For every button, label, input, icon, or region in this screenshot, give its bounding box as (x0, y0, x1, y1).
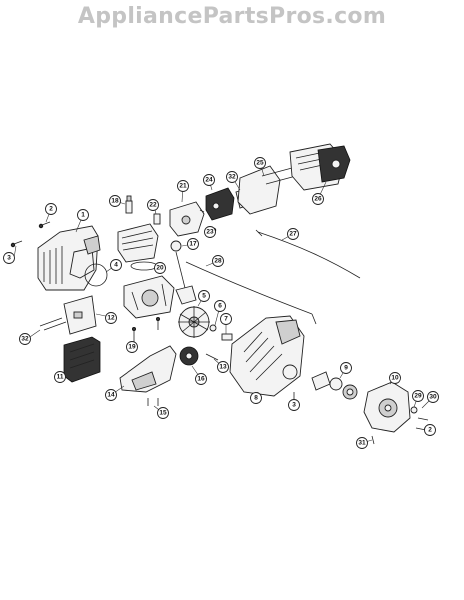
callout-19: 19 (126, 341, 138, 353)
svg-text:6: 6 (218, 303, 222, 310)
svg-text:25: 25 (256, 160, 264, 167)
svg-text:14: 14 (107, 392, 115, 399)
part-lower-housing (119, 345, 177, 393)
callout-11: 11 (54, 371, 66, 383)
part-screws-left (10, 221, 51, 248)
svg-text:9: 9 (344, 365, 348, 372)
part-starter-pulley (311, 371, 358, 400)
callout-27: 27 (287, 228, 299, 240)
callout-13: 13 (217, 361, 229, 373)
callout-22: 22 (147, 199, 159, 211)
callout-29: 29 (412, 390, 424, 402)
svg-text:15: 15 (159, 410, 167, 417)
part-clutch (179, 346, 199, 366)
svg-text:1: 1 (81, 212, 85, 219)
svg-text:8: 8 (254, 395, 258, 402)
part-recoil-starter (363, 381, 411, 433)
svg-text:17: 17 (189, 241, 197, 248)
callout-9: 9 (340, 362, 352, 374)
callout-4: 4 (110, 259, 122, 271)
part-housing-bolts (147, 398, 159, 406)
svg-text:2: 2 (428, 427, 432, 434)
part-throttle-cable (255, 229, 361, 279)
callout-32b: 32 (19, 333, 31, 345)
callout-30: 30 (427, 391, 439, 403)
callout-7: 7 (220, 313, 232, 325)
svg-text:32: 32 (228, 174, 236, 181)
callout-15: 15 (157, 407, 169, 419)
part-nut (209, 324, 217, 332)
svg-text:13: 13 (219, 364, 227, 371)
callout-25: 25 (254, 157, 266, 169)
svg-text:16: 16 (197, 376, 205, 383)
part-filter-bracket (39, 295, 97, 335)
callout-8: 8 (250, 392, 262, 404)
callout-6: 6 (214, 300, 226, 312)
svg-text:19: 19 (128, 344, 136, 351)
svg-text:23: 23 (206, 229, 214, 236)
part-wire (185, 261, 317, 325)
svg-text:27: 27 (289, 231, 297, 238)
callout-16: 16 (195, 373, 207, 385)
callout-1: 1 (77, 209, 89, 221)
svg-text:4: 4 (114, 262, 118, 269)
svg-text:3: 3 (292, 402, 296, 409)
callout-20: 20 (154, 262, 166, 274)
callout-2b: 2 (424, 424, 436, 436)
part-engine-shroud (37, 225, 101, 291)
callout-18: 18 (109, 195, 121, 207)
callout-31: 31 (356, 437, 368, 449)
svg-text:29: 29 (414, 393, 422, 400)
callout-14: 14 (105, 389, 117, 401)
svg-text:12: 12 (107, 315, 115, 322)
svg-text:32: 32 (21, 336, 29, 343)
callout-17: 17 (187, 238, 199, 250)
part-fan-housing (229, 315, 305, 397)
part-connecting-rod (170, 240, 197, 305)
part-spacer (221, 333, 233, 341)
part-spark-plug (125, 195, 133, 214)
svg-text:10: 10 (391, 375, 399, 382)
callout-23: 23 (204, 226, 216, 238)
part-carburetor-group (153, 187, 235, 237)
svg-text:28: 28 (214, 258, 222, 265)
part-flywheel (178, 306, 210, 338)
svg-text:2: 2 (49, 206, 53, 213)
svg-text:30: 30 (429, 394, 437, 401)
part-air-box (237, 143, 351, 215)
callout-24: 24 (203, 174, 215, 186)
callout-3a: 3 (3, 252, 15, 264)
svg-text:31: 31 (358, 440, 366, 447)
svg-text:11: 11 (57, 374, 64, 381)
part-small-screw (205, 353, 219, 361)
svg-text:3: 3 (7, 255, 11, 262)
svg-text:24: 24 (205, 177, 213, 184)
callout-28: 28 (212, 255, 224, 267)
svg-text:5: 5 (202, 293, 206, 300)
callout-26: 26 (312, 193, 324, 205)
callout-3b: 3 (288, 399, 300, 411)
part-gasket (130, 261, 158, 271)
svg-text:18: 18 (111, 198, 119, 205)
part-crankcase (123, 275, 175, 319)
callout-5: 5 (198, 290, 210, 302)
part-o-ring (84, 263, 108, 287)
callout-32a: 32 (226, 171, 238, 183)
callout-10: 10 (389, 372, 401, 384)
callout-2a: 2 (45, 203, 57, 215)
svg-text:7: 7 (224, 316, 228, 323)
part-cylinder (117, 223, 159, 263)
part-crankcase-bolts (131, 316, 160, 342)
callout-12: 12 (105, 312, 117, 324)
svg-text:26: 26 (314, 196, 322, 203)
svg-text:20: 20 (156, 265, 164, 272)
callout-21: 21 (177, 180, 189, 192)
svg-text:21: 21 (179, 183, 187, 190)
part-filter-cover (63, 336, 101, 383)
watermark: AppliancePartsPros.com (77, 4, 387, 29)
svg-text:22: 22 (149, 202, 157, 209)
